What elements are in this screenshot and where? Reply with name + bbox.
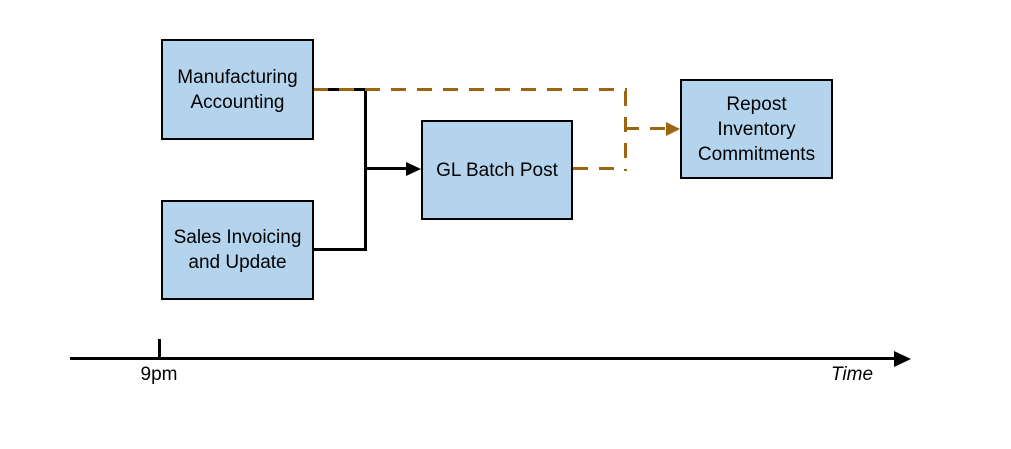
node-manufacturing-accounting[interactable]: Manufacturing Accounting	[161, 39, 314, 140]
solid-arrowhead-icon	[406, 162, 421, 176]
timeline-axis	[70, 357, 896, 360]
node-label: GL Batch Post	[436, 159, 558, 181]
dashed-connector-vertical	[624, 91, 627, 171]
node-repost-inventory-commitments[interactable]: Repost Inventory Commitments	[680, 79, 833, 179]
node-label: Manufacturing Accounting	[177, 66, 298, 113]
timeline-axis-label: Time	[830, 364, 874, 385]
timeline-arrowhead-icon	[894, 351, 911, 367]
node-sales-invoicing-and-update[interactable]: Sales Invoicing and Update	[161, 200, 314, 300]
connector-to-gl-batch-post	[364, 167, 408, 170]
timeline-tick-9pm	[158, 339, 161, 358]
node-label: Repost Inventory Commitments	[697, 93, 816, 165]
node-label: Sales Invoicing and Update	[173, 227, 302, 273]
timeline-tick-label: 9pm	[140, 364, 178, 385]
dashed-connector-manufacturing-to-repost	[313, 88, 627, 91]
dashed-connector-gl-out	[573, 167, 624, 170]
dashed-arrowhead-icon	[666, 122, 680, 136]
connector-sales-out	[313, 248, 367, 251]
dashed-connector-to-repost	[624, 127, 668, 130]
node-gl-batch-post[interactable]: GL Batch Post	[421, 120, 573, 220]
